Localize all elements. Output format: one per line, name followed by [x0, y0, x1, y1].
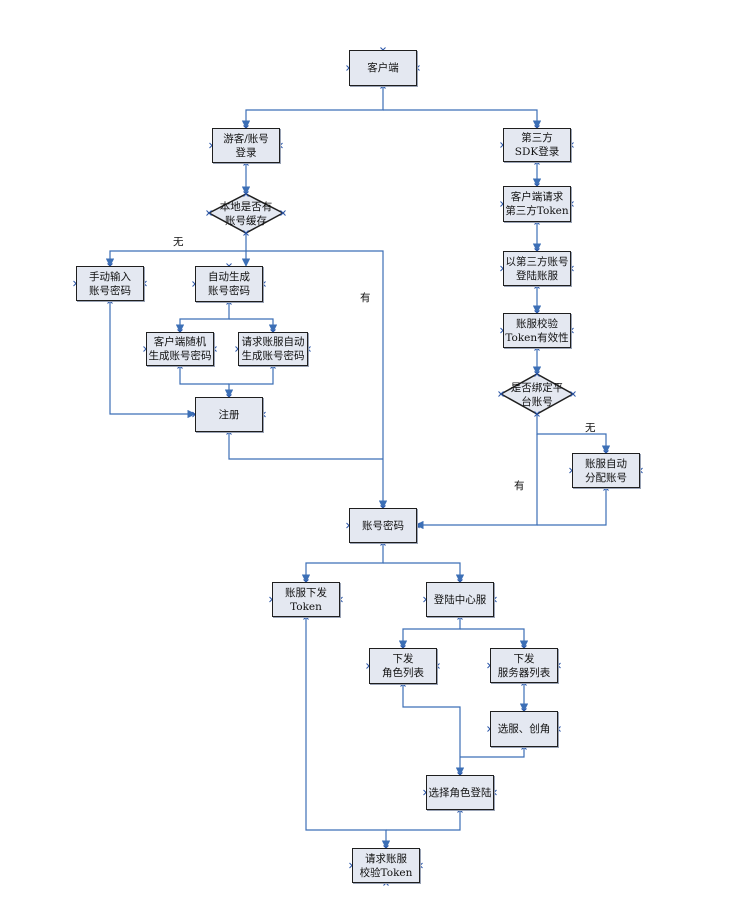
node-choose-role: 选择角色登陆 — [426, 775, 494, 810]
edge-account-split — [301, 543, 384, 583]
edge-label-bound-none: 无 — [585, 422, 596, 434]
connection-point-marker — [498, 391, 504, 397]
edge-center-role — [398, 617, 461, 649]
node-issue-token: 账服下发 Token — [272, 582, 340, 617]
label-bound-check: 是否绑定平 台账号 — [510, 382, 564, 408]
connection-point-marker — [243, 230, 249, 236]
node-sdk-login: 第三方 SDK登录 — [503, 128, 571, 162]
edge-chooserole-verify — [386, 810, 461, 831]
connection-point-marker — [570, 391, 576, 397]
edge-auto-random — [175, 302, 230, 333]
edge-cache-yes — [246, 250, 388, 509]
edge-server-register — [224, 366, 274, 398]
node-server-list: 下发 服务器列表 — [490, 648, 558, 683]
edge-cache-manual — [105, 233, 247, 267]
edge-choose-chooserole — [460, 747, 525, 758]
connection-point-marker — [243, 191, 249, 197]
node-request-server-gen: 请求账服自动 生成账号密码 — [238, 332, 308, 366]
edge-auto-server — [229, 318, 278, 333]
node-guest-login: 游客/账号 登录 — [212, 128, 280, 163]
edge-client-split — [241, 86, 384, 129]
edge-manual-register — [109, 301, 196, 419]
connection-point-marker — [534, 411, 540, 417]
edge-label-bound-yes: 有 — [514, 480, 525, 492]
edge-account-center — [383, 562, 465, 583]
node-request-verify: 请求账服 校验Token — [352, 848, 420, 883]
node-manual-input: 手动输入 账号密码 — [76, 266, 144, 301]
node-login-center: 登陆中心服 — [426, 582, 494, 617]
node-auto-assign: 账服自动 分配账号 — [572, 453, 640, 488]
edge-center-server — [460, 628, 529, 649]
node-login-with-third: 以第三方账号 登陆账服 — [503, 251, 571, 286]
edge-label-cache-none: 无 — [173, 236, 184, 248]
edge-bound-assign — [536, 414, 611, 454]
node-verify-token: 账服校验 Token有效性 — [503, 313, 571, 348]
node-account-password: 账号密码 — [349, 508, 417, 543]
label-cache-check: 本地是否有 账号缓存 — [219, 201, 273, 227]
edge-label-cache-yes: 有 — [360, 292, 371, 304]
connection-point-marker — [280, 210, 286, 216]
edge-issue-verify — [305, 617, 391, 849]
connection-point-marker — [206, 210, 212, 216]
node-request-token: 客户端请求 第三方Token — [503, 186, 571, 222]
edge-assign-account — [537, 488, 607, 526]
connection-point-marker — [534, 371, 540, 377]
edge-role-chooserole — [402, 684, 465, 776]
node-choose-server: 选服、创角 — [490, 711, 558, 747]
edge-client-sdk — [383, 109, 542, 129]
edge-register-account — [228, 432, 383, 460]
node-client: 客户端 — [349, 50, 417, 86]
node-auto-gen: 自动生成 账号密码 — [195, 266, 263, 302]
node-register: 注册 — [195, 397, 263, 432]
node-client-random: 客户端随机 生成账号密码 — [146, 332, 214, 366]
node-role-list: 下发 角色列表 — [369, 648, 437, 684]
edge-random-register — [179, 366, 229, 385]
